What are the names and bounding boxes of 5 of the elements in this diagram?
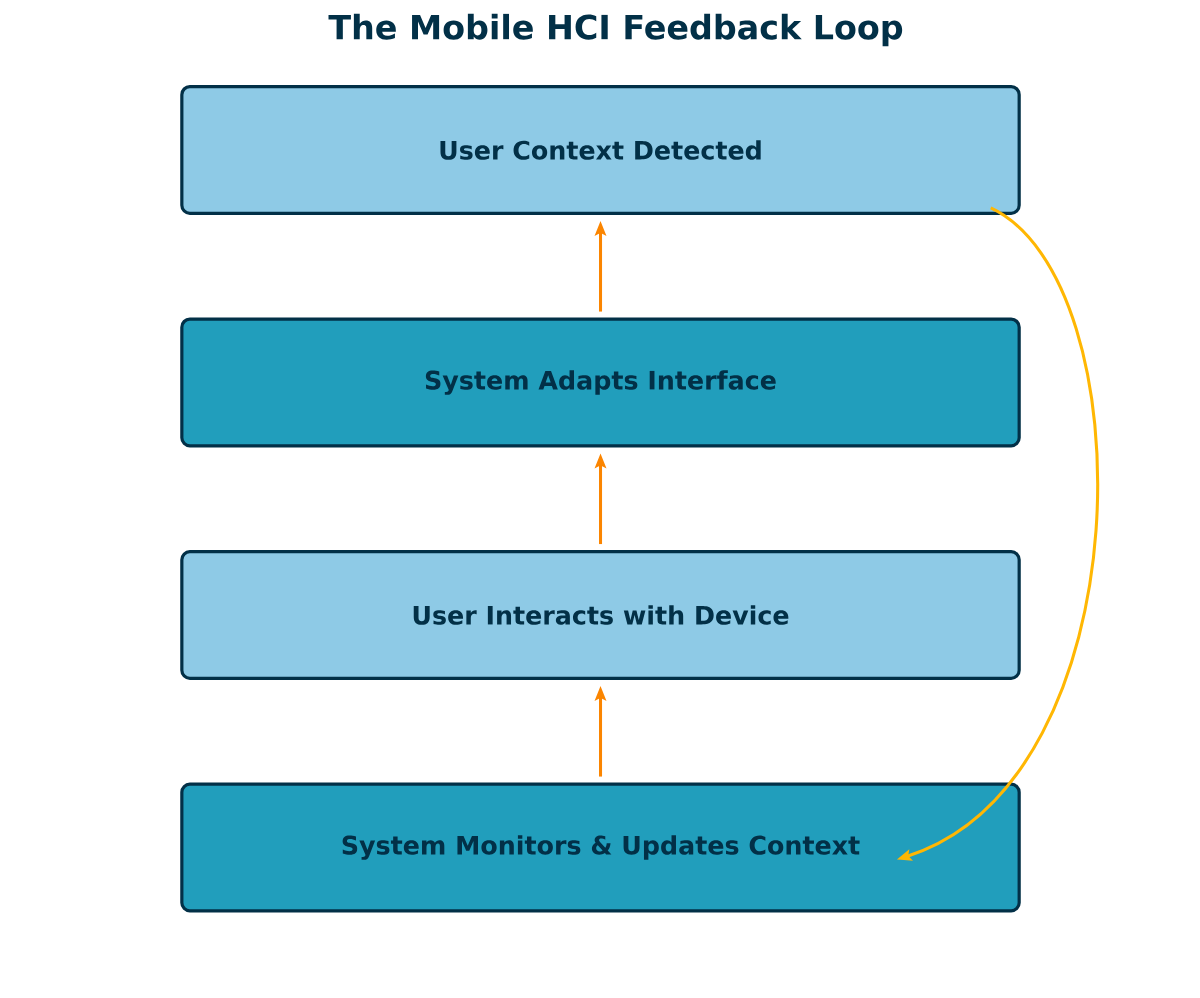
process-box: System Adapts Interface — [180, 317, 1021, 448]
process-box: User Interacts with Device — [180, 550, 1021, 680]
process-box: System Monitors & Updates Context — [180, 782, 1021, 913]
process-box: User Context Detected — [180, 85, 1021, 215]
title: The Mobile HCI Feedback Loop — [328, 13, 903, 47]
